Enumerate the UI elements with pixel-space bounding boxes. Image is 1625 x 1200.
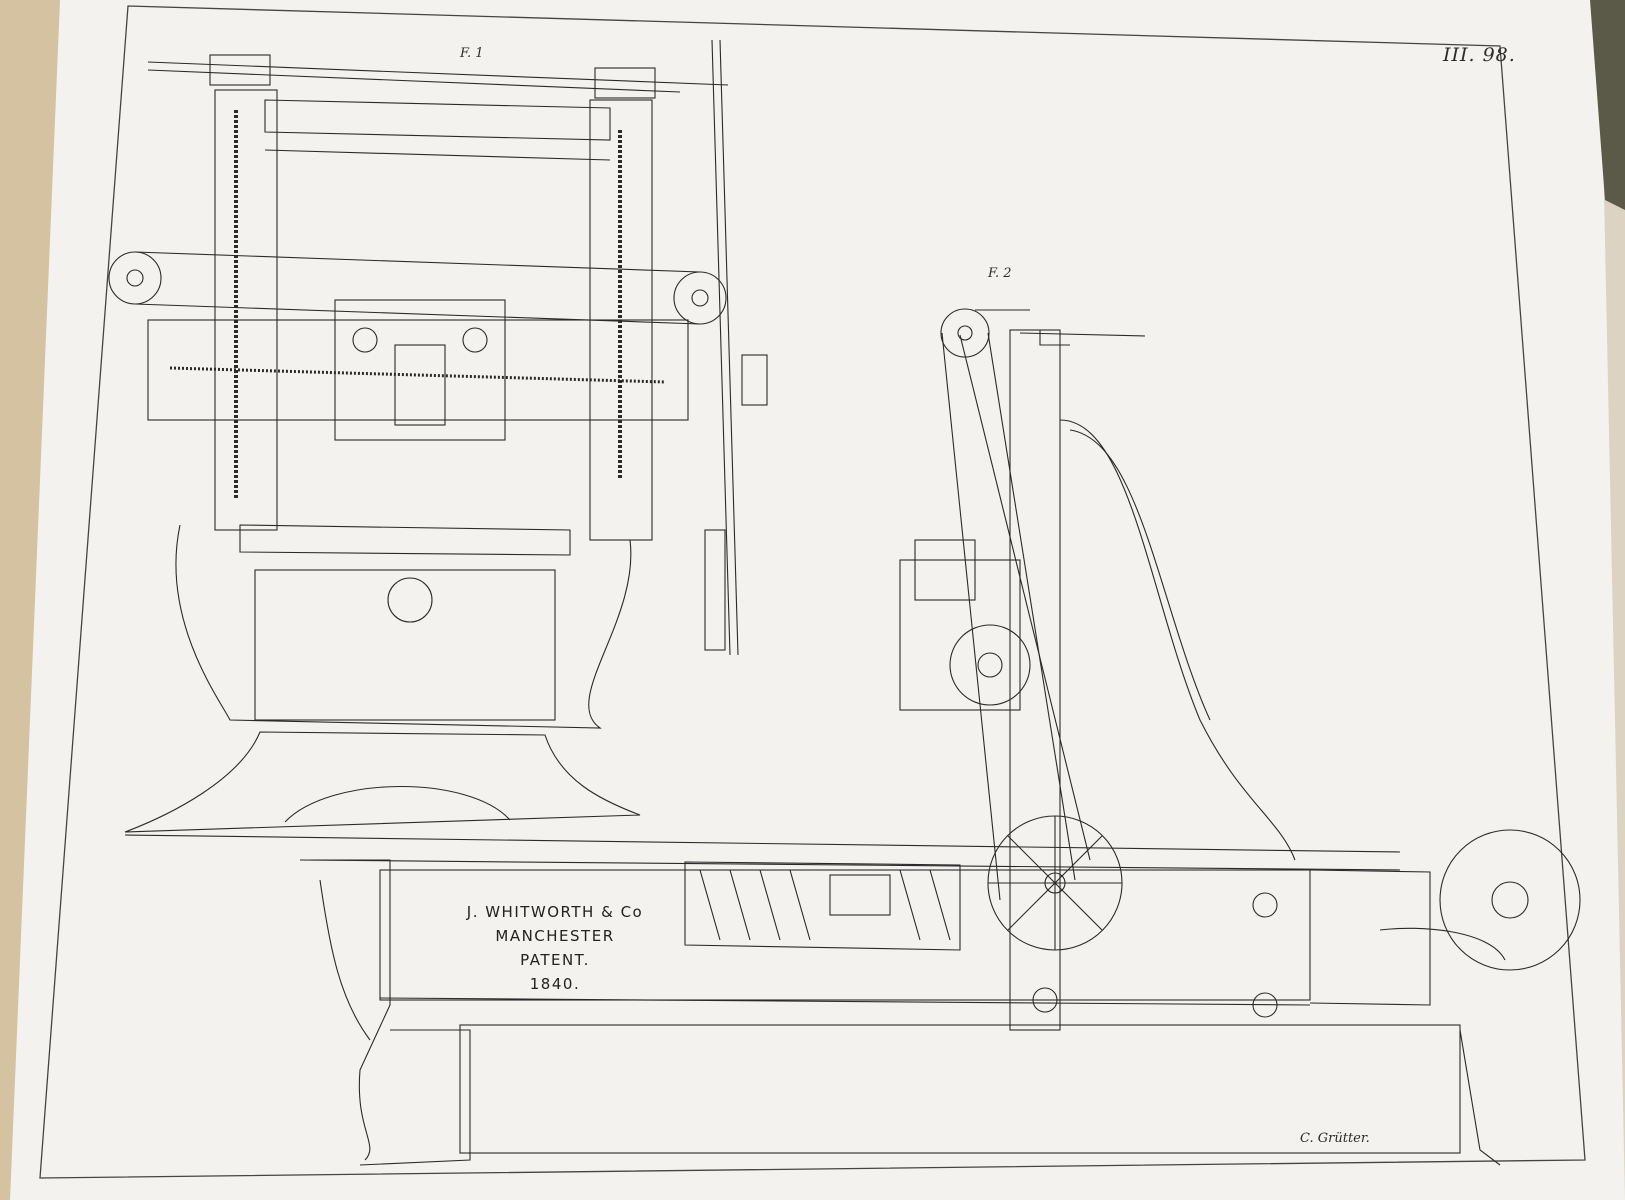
engraver-signature: C. Grütter. [1300, 1131, 1370, 1146]
maker-year: 1840. [529, 975, 581, 993]
paper-sheet [10, 0, 1625, 1200]
right-book-cover [1590, 0, 1625, 210]
figure-2-label: F. 2 [988, 266, 1012, 281]
figure-1-label: F. 1 [460, 46, 484, 61]
plate-number: III. 98. [1443, 44, 1516, 66]
machine-bed [124, 834, 1506, 1166]
maker-inscription: J. WHITWORTH & Co MANCHESTER PATENT. 184… [430, 900, 680, 996]
figure-1-planing-machine-front [108, 39, 768, 833]
maker-name: J. WHITWORTH & Co [466, 903, 644, 921]
figure-2-planing-machine-side [899, 308, 1581, 1031]
maker-city: MANCHESTER [495, 927, 615, 945]
plate-border [39, 5, 1586, 1179]
maker-patent: PATENT. [520, 951, 590, 969]
